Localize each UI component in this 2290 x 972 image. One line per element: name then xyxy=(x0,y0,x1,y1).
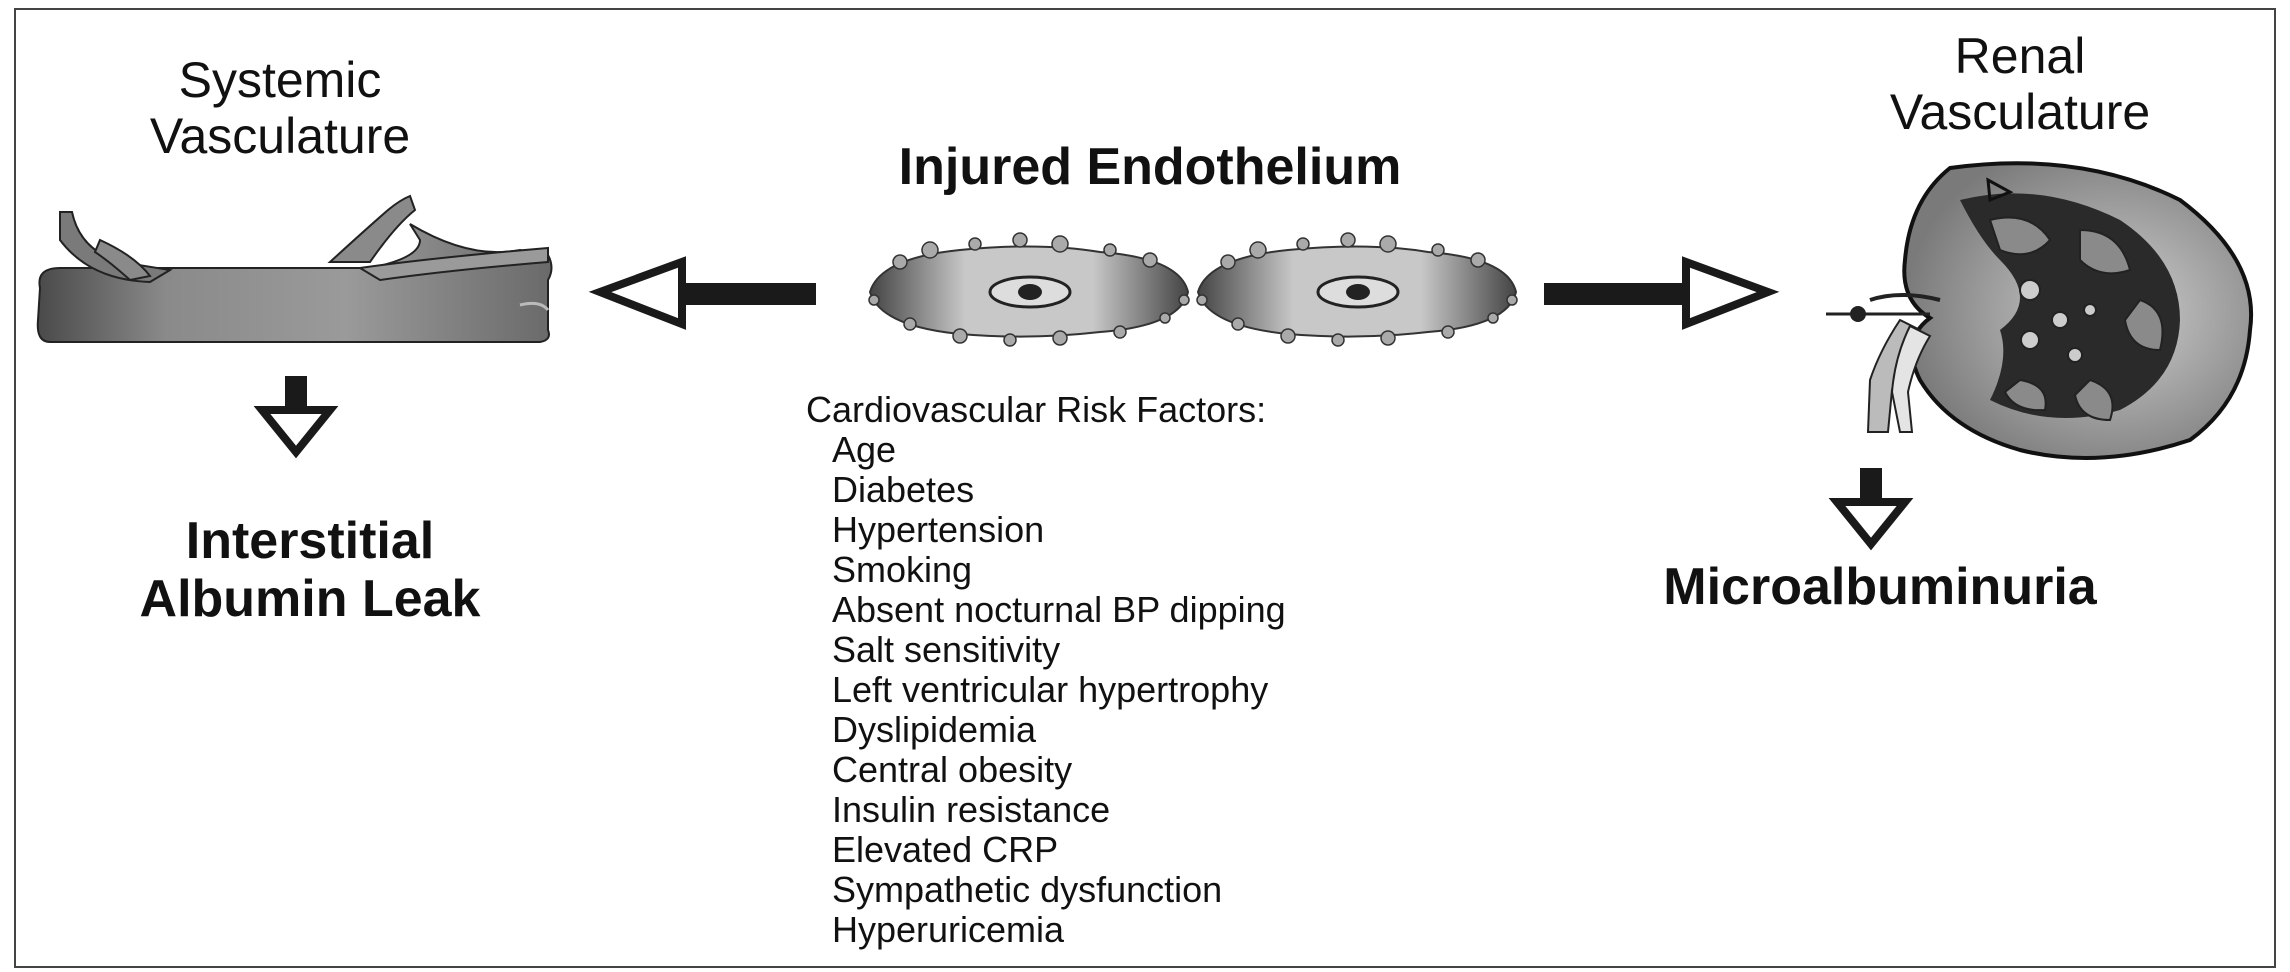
risk-factor-item: Hyperuricemia xyxy=(832,910,1286,950)
arrow-left xyxy=(600,262,816,324)
renal-vasculature-title: Renal Vasculature xyxy=(1800,28,2240,140)
arrow-down-renal xyxy=(1837,468,1905,544)
systemic-vessel-illustration xyxy=(38,196,552,342)
injured-endothelial-cell-left xyxy=(869,233,1189,346)
risk-factor-item: Absent nocturnal BP dipping xyxy=(832,590,1286,630)
renal-title-line2: Vasculature xyxy=(1800,84,2240,140)
systemic-vasculature-title: Systemic Vasculature xyxy=(60,52,500,164)
leak-label-line1: Interstitial xyxy=(40,512,580,570)
risk-factor-item: Dyslipidemia xyxy=(832,710,1286,750)
leak-label-line2: Albumin Leak xyxy=(40,570,580,628)
risk-factor-item: Left ventricular hypertrophy xyxy=(832,670,1286,710)
systemic-title-line1: Systemic xyxy=(60,52,500,108)
systemic-title-line2: Vasculature xyxy=(60,108,500,164)
risk-factors-heading: Cardiovascular Risk Factors: xyxy=(806,390,1286,430)
risk-factor-item: Smoking xyxy=(832,550,1286,590)
arrow-down-systemic xyxy=(262,376,330,452)
renal-title-line1: Renal xyxy=(1800,28,2240,84)
risk-factors-list: Cardiovascular Risk Factors: Age Diabete… xyxy=(806,390,1286,950)
interstitial-albumin-leak-label: Interstitial Albumin Leak xyxy=(40,512,580,628)
risk-factor-item: Sympathetic dysfunction xyxy=(832,870,1286,910)
risk-factor-item: Elevated CRP xyxy=(832,830,1286,870)
risk-factor-item: Insulin resistance xyxy=(832,790,1286,830)
risk-factor-item: Central obesity xyxy=(832,750,1286,790)
risk-factor-item: Age xyxy=(832,430,1286,470)
risk-factor-item: Salt sensitivity xyxy=(832,630,1286,670)
arrow-right xyxy=(1544,262,1768,324)
injured-endothelial-cell-right xyxy=(1197,233,1517,346)
risk-factors-items: Age Diabetes Hypertension Smoking Absent… xyxy=(806,430,1286,950)
kidney-illustration xyxy=(1826,163,2251,458)
injured-endothelium-title: Injured Endothelium xyxy=(760,138,1540,196)
microalbuminuria-label: Microalbuminuria xyxy=(1560,558,2200,616)
risk-factor-item: Diabetes xyxy=(832,470,1286,510)
risk-factor-item: Hypertension xyxy=(832,510,1286,550)
